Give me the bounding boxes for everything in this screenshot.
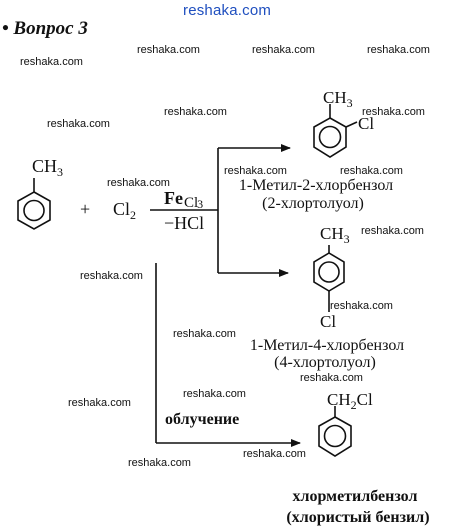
watermark: reshaka.com [68,397,131,409]
plus-sign: + [80,199,91,219]
para-methyl: CH3 [320,224,350,246]
ortho-methyl: CH3 [323,88,353,110]
watermark: reshaka.com [300,372,363,384]
watermark: reshaka.com [362,106,425,118]
watermark: reshaka.com [128,457,191,469]
byproduct-hcl: −HCl [164,213,205,233]
watermark: reshaka.com [173,328,236,340]
ortho-product-ring [313,104,358,158]
watermark: reshaka.com [340,165,403,177]
watermark: reshaka.com [137,44,200,56]
toluene-methyl: CH3 [32,156,64,179]
para-product-name: 1-Метил-4-хлорбензол [249,337,405,354]
watermark: reshaka.com [80,270,143,282]
reaction-arrows [150,144,301,447]
ortho-product-name: 1-Метил-2-хлорбензол [238,177,394,194]
watermark: reshaka.com [367,44,430,56]
watermark: reshaka.com [164,106,227,118]
watermark: reshaka.com [243,448,306,460]
irradiation-label: облучение [165,411,240,428]
para-product-trivial: (4-хлортолуол) [274,354,376,371]
question-title: • Вопрос 3 [2,18,88,39]
para-product-ring [313,245,345,312]
chlorine-reagent: Cl2 [113,199,137,222]
watermark: reshaka.com [330,300,393,312]
catalyst: FeCl3 [164,188,204,211]
site-link[interactable]: reshaka.com [183,2,272,19]
ortho-product-trivial: (2-хлортолуол) [262,195,364,212]
benzyl-chloromethyl: CH2Cl [327,390,373,412]
watermark: reshaka.com [183,388,246,400]
toluene-ring [17,178,51,230]
benzyl-product-trivial: (хлористый бензил) [286,509,430,526]
watermark: reshaka.com [47,118,110,130]
watermark: reshaka.com [20,56,83,68]
watermark: reshaka.com [252,44,315,56]
watermark: reshaka.com [107,177,170,189]
benzyl-product-ring [318,406,352,457]
ortho-chloro: Cl [358,114,375,133]
watermark: reshaka.com [361,225,424,237]
benzyl-product-name: хлорметилбензол [292,488,418,505]
watermark: reshaka.com [224,165,287,177]
para-chloro: Cl [320,312,337,331]
